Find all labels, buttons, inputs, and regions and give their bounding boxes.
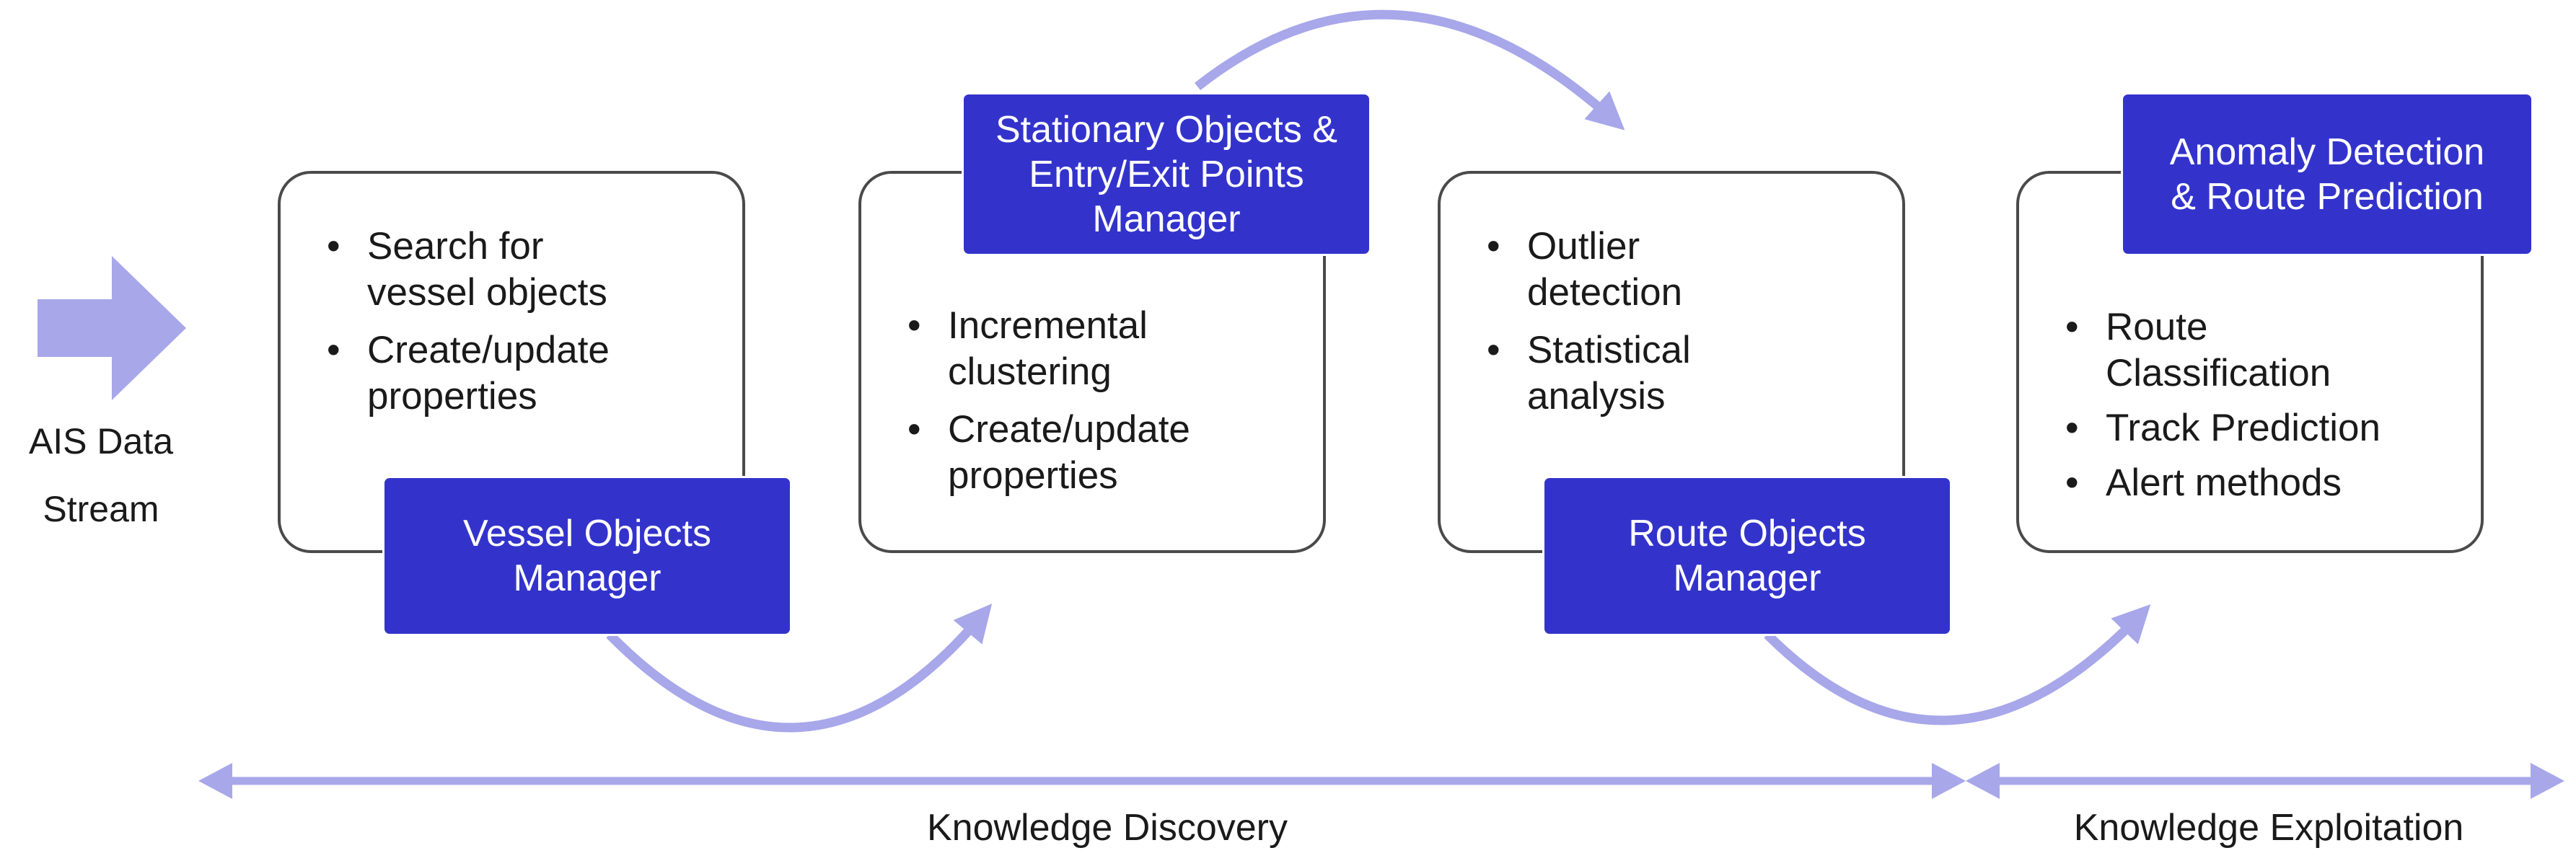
list-item: Alert methods: [2060, 460, 2463, 506]
stage-2-bullets: Incremental clustering Create/update pro…: [902, 303, 1306, 511]
stage-4-bullets: Route Classification Track Prediction Al…: [2060, 304, 2463, 515]
list-item: Track Prediction: [2060, 405, 2463, 451]
list-item: Search for vessel objects: [321, 224, 725, 316]
stage-1-bullets: Search for vessel objects Create/update …: [321, 224, 725, 431]
exploitation-range-arrow: [1966, 763, 2564, 799]
stage-3-bullets: Outlier detection Statistical analysis: [1481, 224, 1885, 431]
stage-3-tag: Route Objects Manager: [1542, 476, 1952, 636]
discovery-range-arrow: [198, 763, 1966, 799]
input-label: AIS Data Stream: [28, 421, 174, 529]
stage-4-tag: Anomaly Detection & Route Prediction: [2121, 92, 2533, 256]
flow-arrow-1-to-2: [606, 604, 993, 733]
stage-2-tag: Stationary Objects & Entry/Exit Points M…: [962, 92, 1371, 256]
knowledge-discovery-label: Knowledge Discovery: [926, 807, 1288, 849]
list-item: Incremental clustering: [902, 303, 1306, 395]
list-item: Statistical analysis: [1481, 327, 1885, 420]
list-item: Create/update properties: [902, 407, 1306, 499]
knowledge-exploitation-label: Knowledge Exploitation: [2073, 807, 2464, 849]
flow-arrow-2-to-3: [1194, 9, 1625, 131]
flow-arrow-3-to-4: [1764, 604, 2151, 725]
stage-1-tag: Vessel Objects Manager: [382, 476, 792, 636]
list-item: Outlier detection: [1481, 224, 1885, 316]
list-item: Create/update properties: [321, 327, 725, 420]
input-arrow-icon: [38, 256, 186, 400]
list-item: Route Classification: [2060, 304, 2463, 397]
